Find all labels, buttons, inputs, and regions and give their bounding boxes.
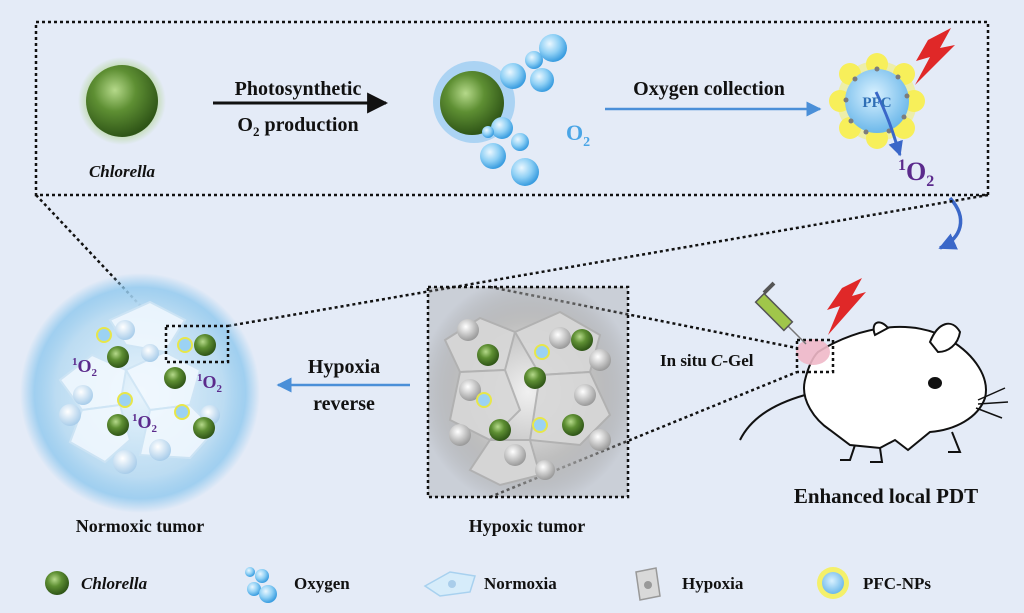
chlorella-cell-icon xyxy=(78,57,166,145)
legend-normoxia-icon xyxy=(423,571,476,597)
gel-zoom-box xyxy=(795,338,835,374)
gel-label: In situ C-Gel xyxy=(660,351,754,370)
hypoxia-reverse-line2: reverse xyxy=(313,393,375,415)
hypoxic-zoom-box xyxy=(426,285,630,499)
gel-injection-site-icon xyxy=(796,339,830,365)
legend-label-hypoxia: Hypoxia xyxy=(682,574,744,593)
normoxic-zoom-box xyxy=(164,324,230,364)
pfc-nanoparticle-icon xyxy=(829,53,925,157)
legend: Chlorella Oxygen Normoxia Hypoxia xyxy=(45,567,931,603)
oxygen-collection-label: Oxygen collection xyxy=(633,78,785,100)
hypoxic-tumor-title: Hypoxic tumor xyxy=(469,516,586,536)
legend-item-normoxia: Normoxia xyxy=(423,571,557,597)
photosynthesis-label-line1: Photosynthetic xyxy=(235,78,362,100)
legend-chlorella-icon xyxy=(45,571,69,595)
flow-down-arrow xyxy=(938,196,963,250)
legend-item-pfc-nps: PFC-NPs xyxy=(817,567,931,599)
normoxic-tumor-title: Normoxic tumor xyxy=(76,516,204,536)
legend-oxygen-icon xyxy=(245,567,277,603)
pfc-label: PFC xyxy=(862,95,891,111)
chlorella-label: Chlorella xyxy=(89,162,156,181)
legend-item-chlorella: Chlorella xyxy=(45,571,148,595)
legend-label-chlorella: Chlorella xyxy=(81,574,148,593)
photosynthesis-label-line2: O2 production xyxy=(237,114,358,139)
legend-pfc-nps-icon xyxy=(817,567,849,599)
legend-label-pfc-nps: PFC-NPs xyxy=(863,574,931,593)
hypoxia-reverse-line1: Hypoxia xyxy=(308,356,380,378)
normoxic-singlet-1: 1O2 xyxy=(72,356,98,379)
top-panel: Chlorella Photosynthetic O2 production O… xyxy=(34,20,990,197)
legend-item-oxygen: Oxygen xyxy=(245,567,350,603)
oxygen-label: O2 xyxy=(566,120,590,150)
legend-label-oxygen: Oxygen xyxy=(294,574,350,593)
syringe-icon xyxy=(754,281,807,345)
normoxic-singlet-3: 1O2 xyxy=(132,412,158,435)
singlet-oxygen-label: 1O2 xyxy=(898,157,934,190)
legend-item-hypoxia: Hypoxia xyxy=(635,567,744,601)
laser-lightning-icon xyxy=(915,28,955,85)
top-dotted-frame xyxy=(34,20,990,197)
oxygen-producing-chlorella-icon xyxy=(433,34,567,186)
mouse-icon xyxy=(739,321,1009,463)
normoxic-singlet-2: 1O2 xyxy=(197,372,223,395)
legend-hypoxia-icon xyxy=(635,567,661,601)
legend-label-normoxia: Normoxia xyxy=(484,574,557,593)
normoxic-tumor-icon xyxy=(20,273,260,513)
laser-lightning-icon-2 xyxy=(827,278,866,335)
hypoxic-tumor-icon xyxy=(426,285,630,499)
pdt-label: Enhanced local PDT xyxy=(794,484,978,508)
